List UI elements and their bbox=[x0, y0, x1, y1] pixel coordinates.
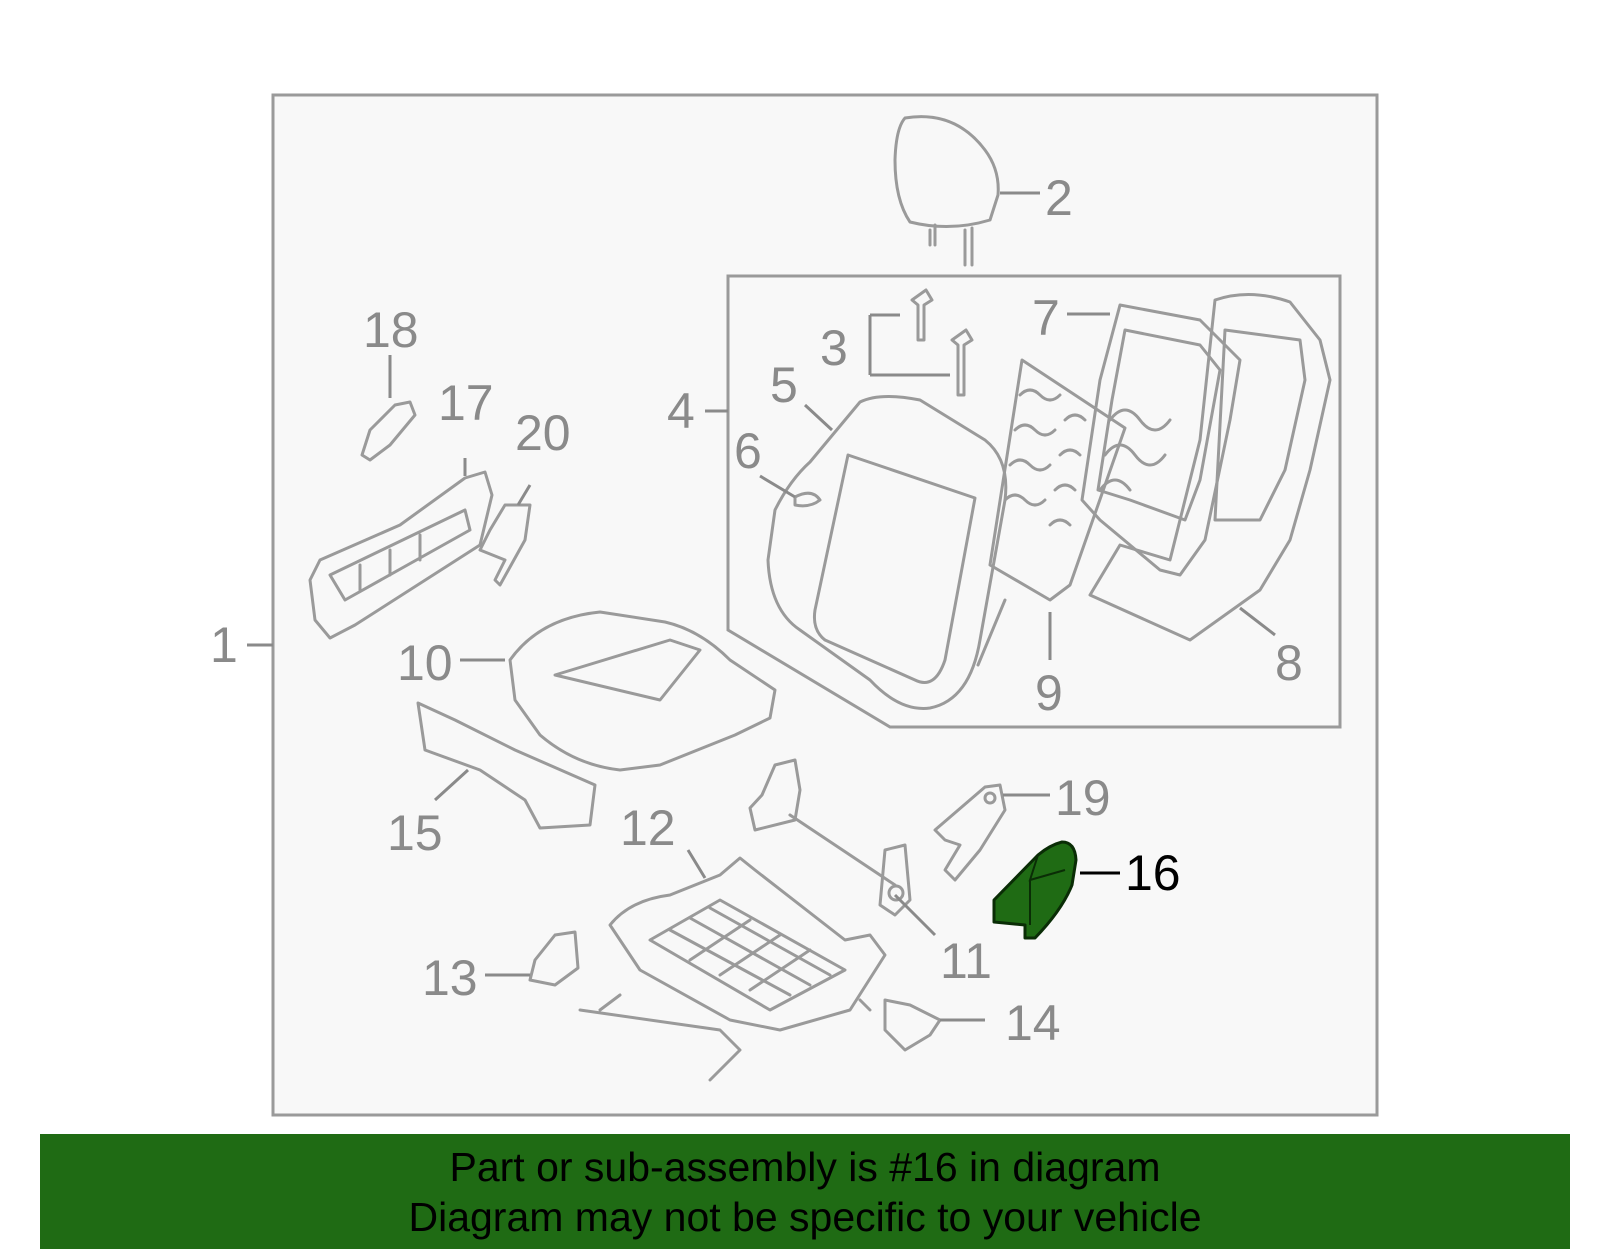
callout-3: 3 bbox=[820, 320, 848, 376]
callout-9: 9 bbox=[1035, 665, 1063, 721]
callout-8: 8 bbox=[1275, 635, 1303, 691]
callout-18: 18 bbox=[363, 302, 419, 358]
callout-11: 11 bbox=[940, 933, 992, 989]
callout-20: 20 bbox=[515, 405, 571, 461]
banner: Part or sub-assembly is #16 in diagram D… bbox=[40, 1134, 1570, 1249]
part-side-trim[interactable] bbox=[308, 470, 494, 640]
callout-5: 5 bbox=[770, 357, 798, 413]
part-knob[interactable] bbox=[360, 400, 417, 462]
part-cover-13[interactable] bbox=[528, 930, 580, 987]
part-seat-track[interactable] bbox=[578, 856, 887, 1082]
part-back-panel[interactable] bbox=[1088, 292, 1332, 642]
callout-19: 19 bbox=[1055, 770, 1111, 826]
callout-16: 16 bbox=[1125, 845, 1181, 901]
callout-14: 14 bbox=[1005, 995, 1061, 1051]
callout-17: 17 bbox=[438, 375, 494, 431]
callout-12: 12 bbox=[620, 800, 676, 856]
part-lever[interactable] bbox=[478, 503, 532, 587]
part-cover-14[interactable] bbox=[883, 998, 942, 1052]
banner-background bbox=[40, 1134, 1570, 1249]
callout-15: 15 bbox=[387, 805, 443, 861]
banner-line-2: Diagram may not be specific to your vehi… bbox=[408, 1194, 1202, 1240]
callout-10: 10 bbox=[397, 635, 453, 691]
callout-13: 13 bbox=[422, 950, 478, 1006]
part-16-highlighted[interactable] bbox=[992, 840, 1078, 940]
part-seatback-cover[interactable] bbox=[766, 395, 1008, 710]
callout-labels: 1 2 3 4 5 6 7 8 9 10 11 12 13 14 15 16 1… bbox=[210, 170, 1303, 1051]
callout-1: 1 bbox=[210, 617, 238, 673]
part-front-trim[interactable] bbox=[416, 701, 597, 830]
leader-lines bbox=[247, 191, 1276, 1022]
part-pins[interactable] bbox=[910, 288, 974, 397]
part-pad[interactable] bbox=[976, 358, 1127, 667]
part-cushion-cover[interactable] bbox=[508, 610, 777, 772]
callout-2: 2 bbox=[1045, 170, 1073, 226]
part-seatback-frame[interactable] bbox=[1080, 303, 1242, 577]
callout-7: 7 bbox=[1032, 290, 1060, 346]
part-recliner[interactable] bbox=[748, 758, 912, 917]
callout-6: 6 bbox=[734, 423, 762, 479]
banner-line-1: Part or sub-assembly is #16 in diagram bbox=[449, 1144, 1161, 1190]
seatback-frame bbox=[726, 274, 1342, 729]
callout-4: 4 bbox=[667, 383, 695, 439]
part-headrest[interactable] bbox=[893, 115, 1000, 267]
part-bracket[interactable] bbox=[933, 783, 1007, 882]
